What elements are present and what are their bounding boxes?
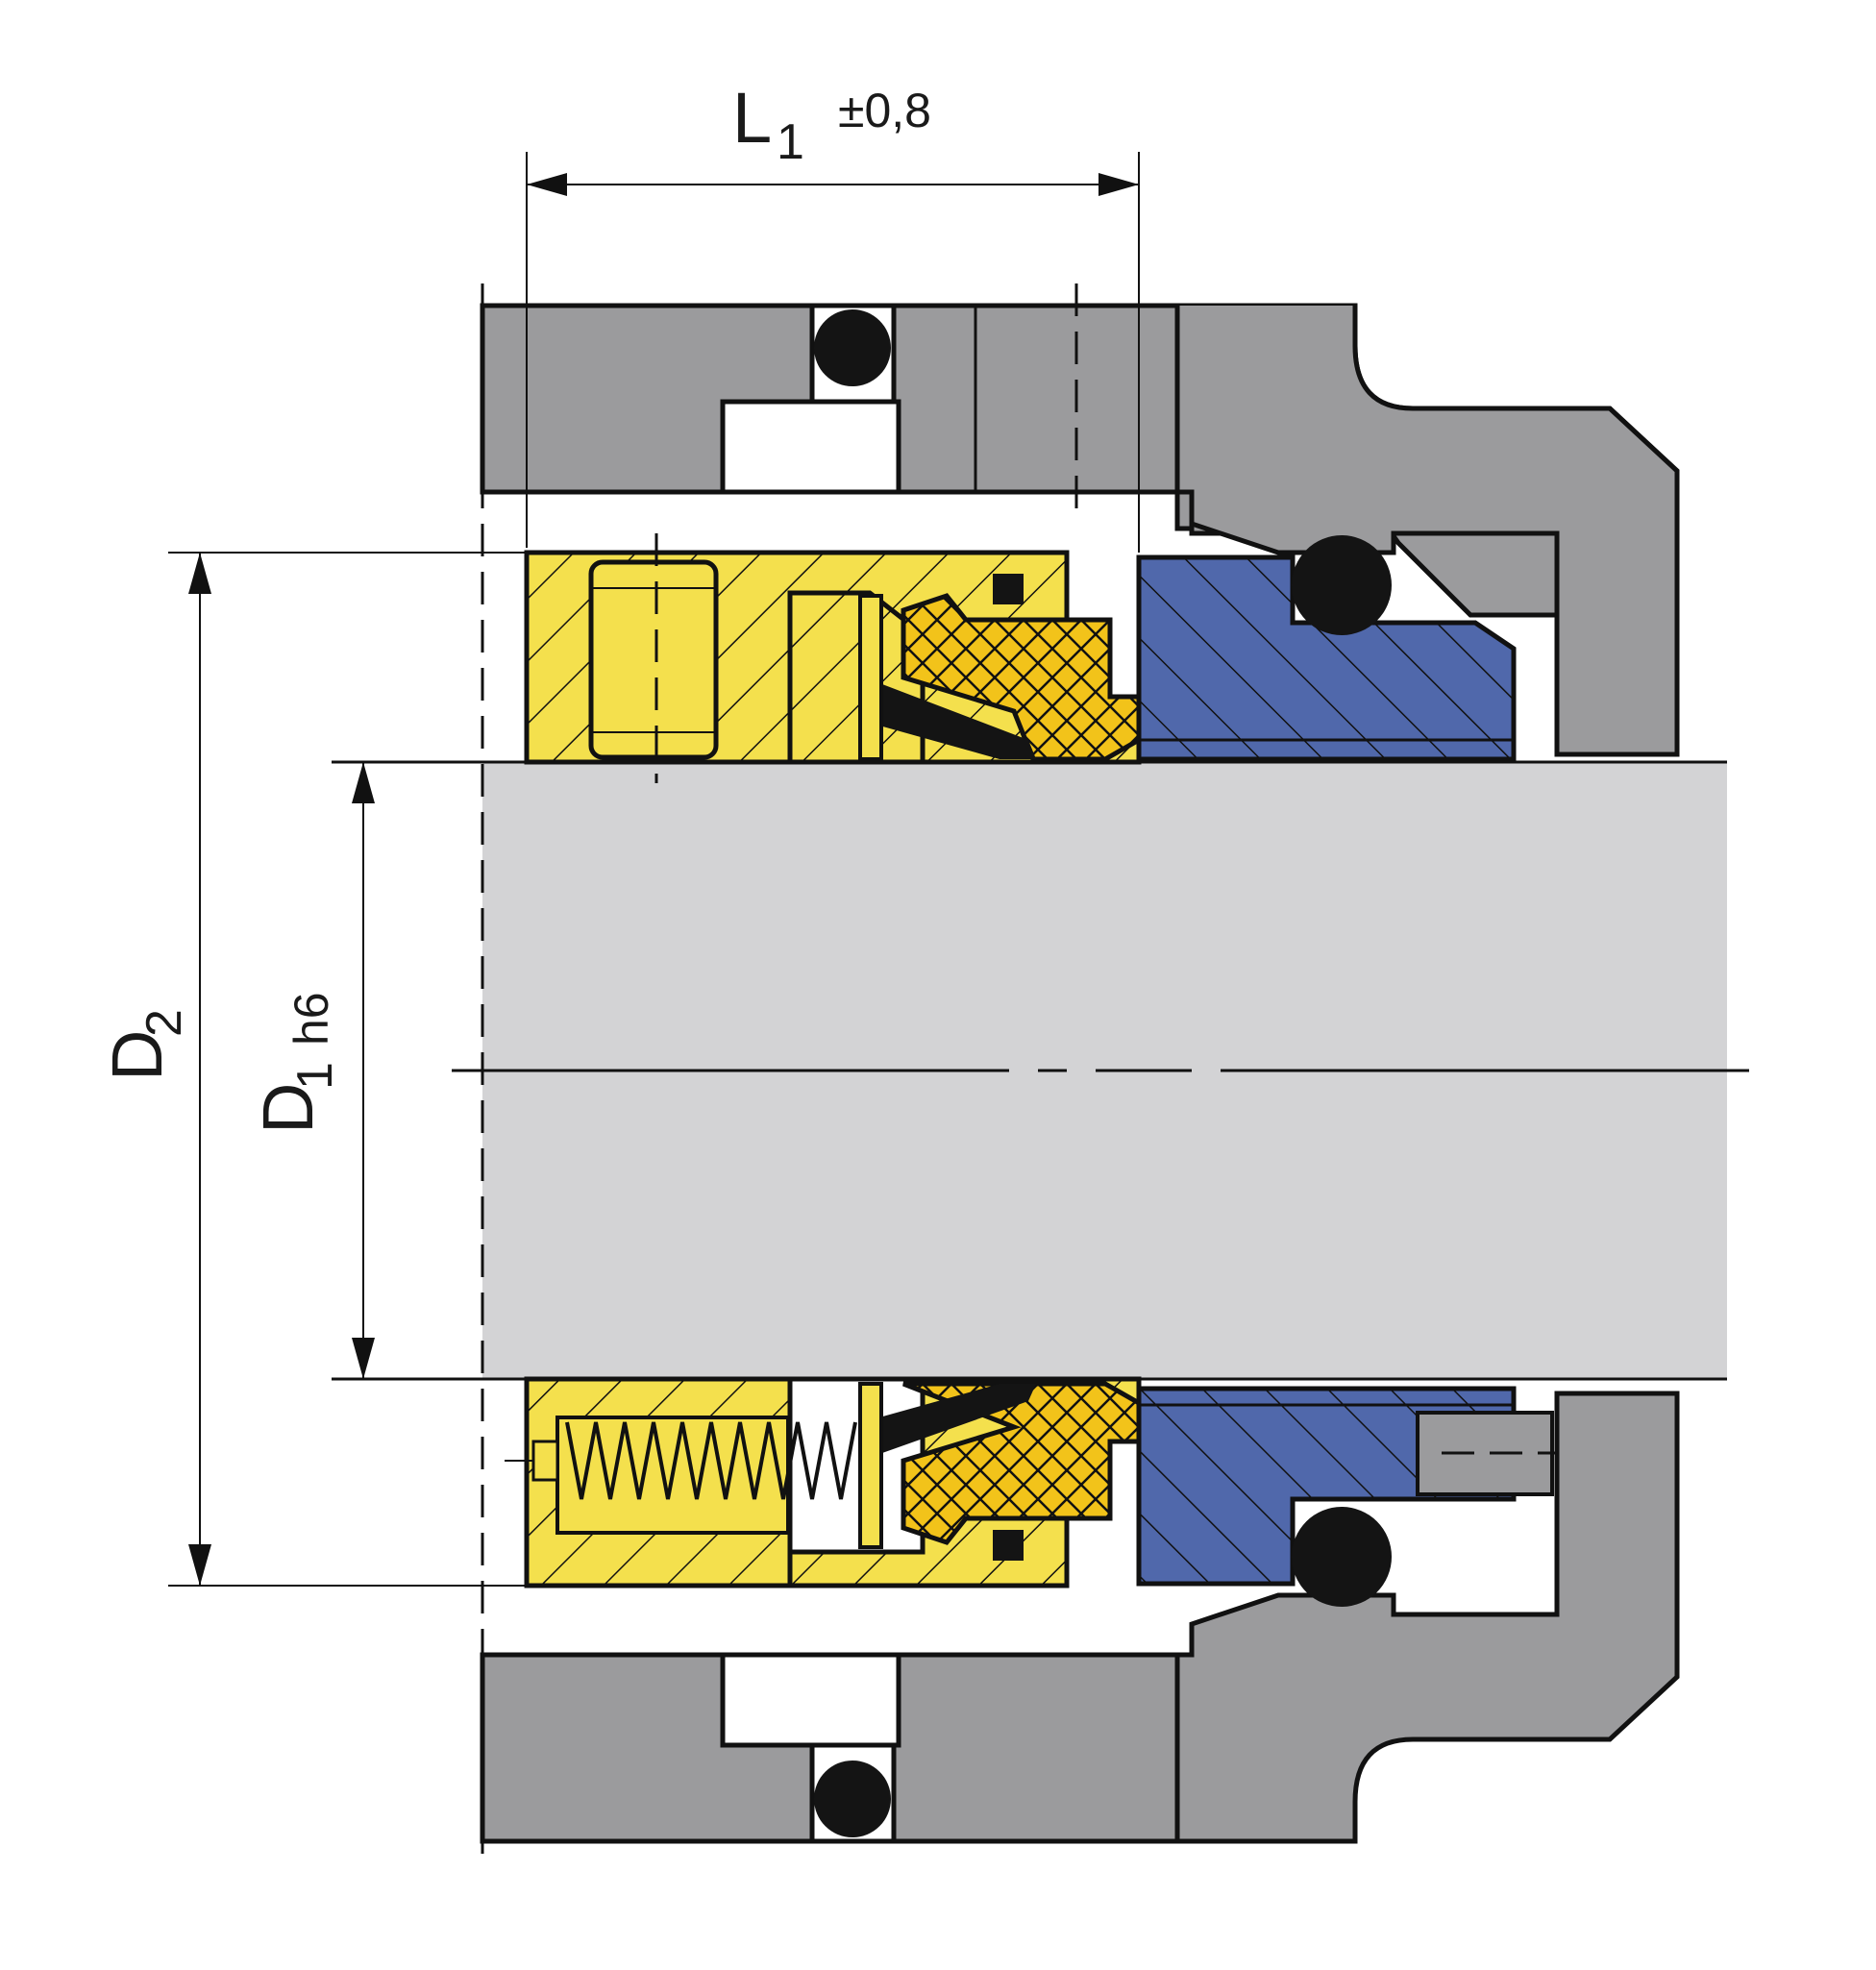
- rotating-unit-bottom: [505, 1376, 1142, 1588]
- dim-D1-fit: h6: [284, 992, 338, 1046]
- seal-face-bottom: [901, 1381, 1142, 1545]
- wedge-seal-bottom: [879, 1384, 1036, 1453]
- drive-pin-bottom: [993, 1530, 1024, 1561]
- dimension-D1: D 1 h6: [248, 762, 375, 1379]
- stationary-seat-bottom: [1136, 1386, 1557, 1607]
- dim-D1-symbol: D: [248, 1083, 328, 1134]
- wedge-seal-top: [879, 684, 1036, 759]
- anti-rotation-pin: [1416, 1411, 1554, 1496]
- o-ring-seat-top: [1292, 535, 1392, 635]
- o-ring-seat-bottom: [1292, 1507, 1392, 1607]
- rotating-unit-top: [524, 533, 1142, 783]
- dim-D2-symbol: D: [97, 1030, 177, 1081]
- drive-pin-top: [993, 574, 1024, 604]
- stationary-seat-top: [1136, 535, 1517, 762]
- o-ring-housing-top: [814, 309, 891, 386]
- dim-D2-subscript: 2: [136, 1009, 192, 1037]
- dimension-D2: D 2: [97, 552, 527, 1587]
- spring-bottom: [565, 1421, 857, 1500]
- dimension-L1: L 1 ±0,8: [526, 78, 1140, 553]
- dim-D1-subscript: 1: [287, 1062, 343, 1090]
- dim-L1-tolerance: ±0,8: [838, 84, 931, 137]
- dim-L1-subscript: 1: [777, 114, 804, 170]
- dim-L1-symbol: L: [732, 78, 772, 158]
- o-ring-housing-bottom: [814, 1761, 891, 1837]
- set-screw-top: [588, 559, 719, 760]
